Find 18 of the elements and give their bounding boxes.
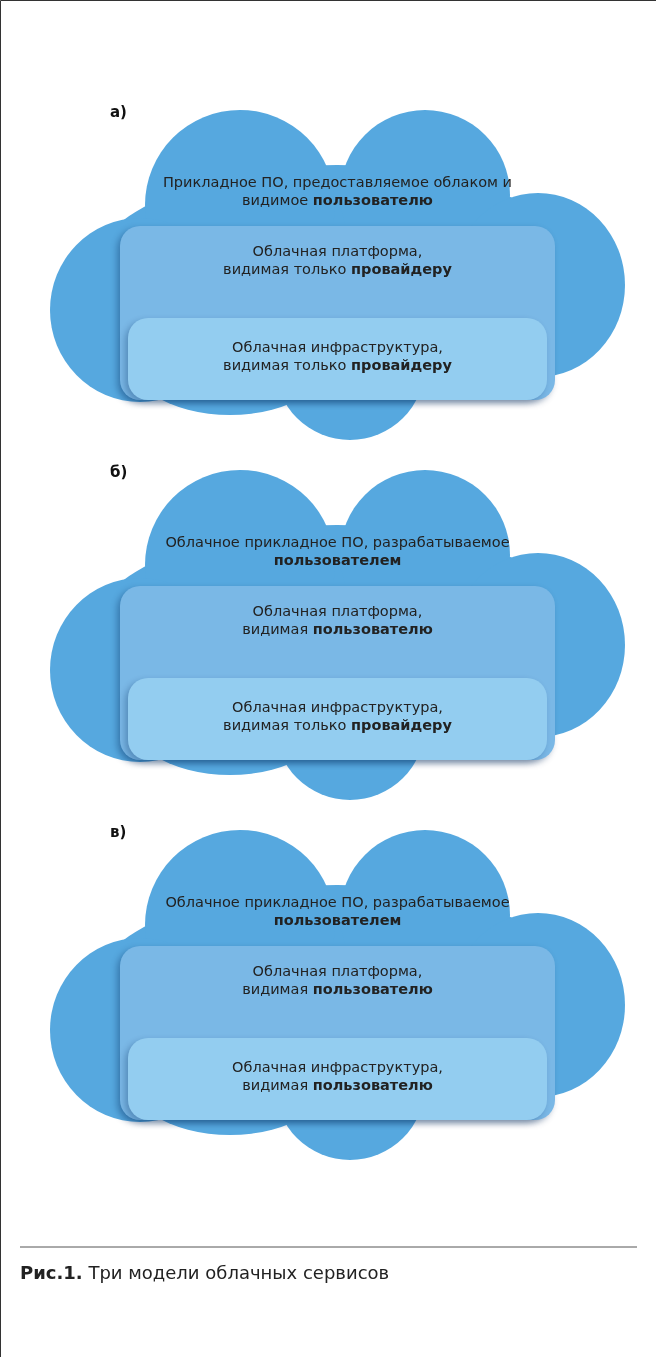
cloud-text: Облачное прикладное ПО, разрабатываемое пользователем (164, 893, 511, 929)
panel-text: Облачная платформа, видимая пользователю (241, 962, 434, 998)
infrastructure-panel (128, 318, 547, 400)
cloud-text: Облачное прикладное ПО, разрабатываемое пользователем (164, 533, 511, 569)
panel-text: Облачная платформа, видимая только провайдеру (222, 242, 453, 278)
platform-panel (120, 586, 555, 760)
infrastructure-panel (128, 1038, 547, 1120)
platform-panel (120, 226, 555, 400)
panel-letter: б) (110, 463, 128, 481)
figure-caption: Рис.1. Три модели облачных сервисов (20, 1262, 390, 1283)
platform-panel (120, 946, 555, 1120)
panel-letter: в) (110, 823, 127, 841)
infrastructure-panel (128, 678, 547, 760)
panel-letter: а) (110, 103, 127, 121)
panel-text: Облачная инфраструктура, видимая пользователю (231, 1058, 444, 1094)
panel-text: Облачная инфраструктура, видимая только провайдеру (222, 338, 453, 374)
panel-text: Облачная инфраструктура, видимая только провайдеру (222, 698, 453, 734)
panel-text: Облачная платформа, видимая пользователю (241, 602, 434, 638)
